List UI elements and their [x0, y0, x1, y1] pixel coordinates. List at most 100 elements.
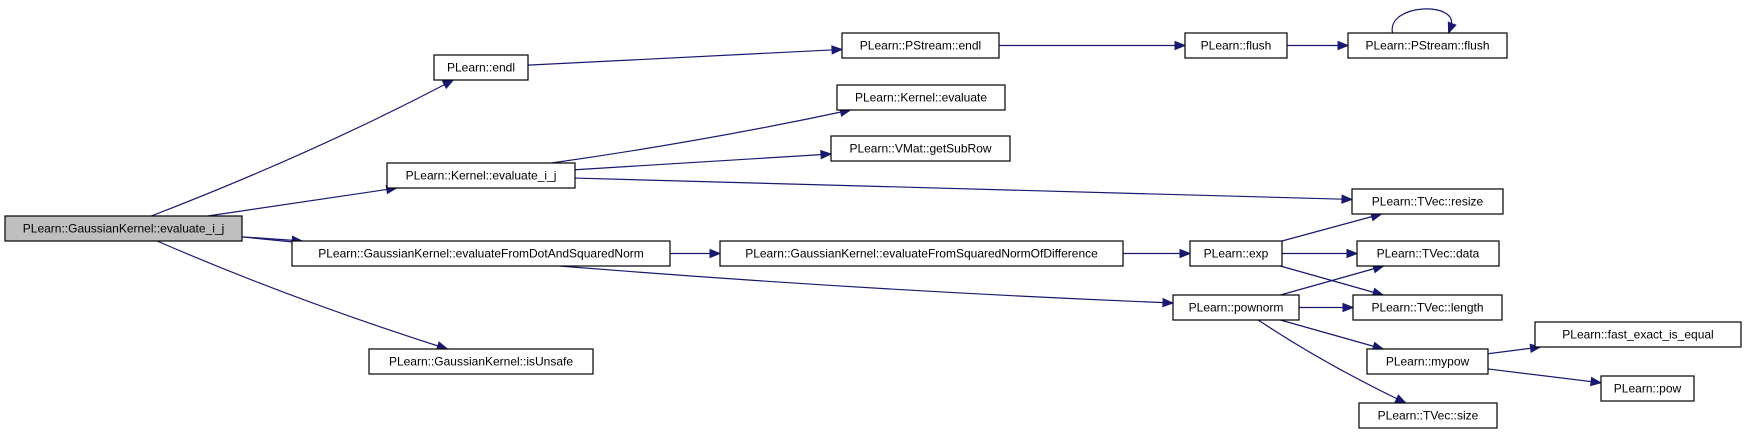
- edge-exp-to-tv-resize: [1281, 212, 1383, 242]
- arrowhead: [709, 248, 722, 259]
- node-tv-data[interactable]: PLearn::TVec::data: [1356, 240, 1500, 267]
- edge-mypow-to-pow: [1487, 368, 1603, 387]
- node-box: [433, 54, 529, 81]
- arrowhead: [1341, 194, 1354, 204]
- arrowhead: [1394, 394, 1407, 404]
- node-box: [841, 32, 1000, 59]
- arrowhead: [831, 45, 844, 55]
- node-tv-length[interactable]: PLearn::TVec::length: [1352, 294, 1503, 321]
- edge-exp-to-tv-data: [1281, 248, 1359, 259]
- node-label: PLearn::pownorm: [1189, 301, 1284, 315]
- node-label: PLearn::pow: [1614, 382, 1682, 396]
- edge-pownorm-to-mypow: [1280, 319, 1385, 351]
- node-box: [1347, 32, 1508, 59]
- edge-line: [1280, 265, 1384, 296]
- node-box: [830, 135, 1011, 162]
- node-box: [1366, 348, 1489, 375]
- node-label: PLearn::Kernel::evaluate_i_j: [406, 169, 557, 183]
- node-box: [1351, 188, 1504, 215]
- node-label: PLearn::mypow: [1386, 355, 1470, 369]
- node-label: PLearn::GaussianKernel::evaluateFromSqua…: [745, 247, 1098, 261]
- node-fast-eq[interactable]: PLearn::fast_exact_is_equal: [1534, 321, 1742, 348]
- edge-flush-to-ps-flush: [1287, 40, 1350, 51]
- arrowhead: [1346, 248, 1359, 259]
- node-label: PLearn::PStream::endl: [860, 39, 981, 53]
- edge-line: [1487, 368, 1602, 384]
- node-box: [386, 162, 576, 189]
- arrowhead: [1447, 21, 1457, 35]
- node-label: PLearn::VMat::getSubRow: [849, 142, 991, 156]
- node-box: [1356, 240, 1500, 267]
- node-gk-unsafe[interactable]: PLearn::GaussianKernel::isUnsafe: [368, 348, 594, 375]
- arrowhead: [441, 79, 455, 90]
- node-label: PLearn::PStream::flush: [1365, 39, 1489, 53]
- node-tv-resize[interactable]: PLearn::TVec::resize: [1351, 188, 1504, 215]
- edge-line: [1281, 213, 1382, 242]
- node-flush[interactable]: PLearn::flush: [1184, 32, 1288, 59]
- edge-line: [207, 187, 397, 217]
- node-ps-endl[interactable]: PLearn::PStream::endl: [841, 32, 1000, 59]
- edge-kernel-eval-ij-to-vmat-sub: [574, 149, 833, 171]
- node-label: PLearn::TVec::size: [1378, 409, 1479, 423]
- node-mypow[interactable]: PLearn::mypow: [1366, 348, 1489, 375]
- edge-kernel-eval-ij-to-kernel-eval: [551, 107, 852, 164]
- node-vmat-sub[interactable]: PLearn::VMat::getSubRow: [830, 135, 1011, 162]
- node-box: [1352, 294, 1503, 321]
- node-pownorm[interactable]: PLearn::pownorm: [1172, 294, 1300, 321]
- edge-mypow-to-fast-eq: [1487, 343, 1542, 355]
- node-box: [1600, 375, 1695, 402]
- node-gk-sq[interactable]: PLearn::GaussianKernel::evaluateFromSqua…: [719, 240, 1124, 267]
- edge-line: [551, 109, 851, 164]
- edge-line: [1257, 319, 1407, 404]
- edge-root-to-endl: [151, 79, 455, 217]
- node-box: [719, 240, 1124, 267]
- node-label: PLearn::GaussianKernel::evaluateFromDotA…: [318, 247, 644, 261]
- node-layer: PLearn::GaussianKernel::evaluate_i_jPLea…: [4, 32, 1742, 429]
- node-gk-dot[interactable]: PLearn::GaussianKernel::evaluateFromDotA…: [291, 240, 671, 267]
- node-box: [1358, 402, 1498, 429]
- edge-ps-endl-to-flush: [999, 40, 1187, 51]
- node-box: [1172, 294, 1300, 321]
- edge-root-to-kernel-eval-ij: [207, 184, 399, 217]
- arrowhead: [1162, 297, 1175, 308]
- node-label: PLearn::Kernel::evaluate: [855, 91, 987, 105]
- edge-line: [1280, 319, 1384, 350]
- edge-line: [527, 48, 843, 66]
- node-label: PLearn::exp: [1204, 247, 1269, 261]
- edge-line: [151, 79, 454, 217]
- node-box: [291, 240, 671, 267]
- edge-ps-flush-to-ps-flush: [1391, 8, 1457, 35]
- node-label: PLearn::GaussianKernel::evaluate_i_j: [23, 222, 224, 236]
- node-label: PLearn::endl: [447, 61, 515, 75]
- arrowhead: [1590, 376, 1603, 387]
- edge-root-to-gk-unsafe: [156, 240, 449, 351]
- edge-gk-sq-to-exp: [1122, 248, 1192, 259]
- edge-kernel-eval-ij-to-tv-resize: [574, 177, 1354, 204]
- node-root[interactable]: PLearn::GaussianKernel::evaluate_i_j: [4, 215, 243, 242]
- node-label: PLearn::GaussianKernel::isUnsafe: [389, 355, 573, 369]
- arrowhead: [1342, 302, 1355, 313]
- node-label: PLearn::TVec::data: [1377, 247, 1480, 261]
- node-box: [1189, 240, 1283, 267]
- arrowhead: [1179, 248, 1192, 259]
- edge-endl-to-ps-endl: [527, 45, 844, 66]
- node-ps-flush[interactable]: PLearn::PStream::flush: [1347, 32, 1508, 59]
- node-kernel-eval-ij[interactable]: PLearn::Kernel::evaluate_i_j: [386, 162, 576, 189]
- arrowhead: [1337, 40, 1350, 51]
- edge-line: [574, 153, 832, 171]
- edge-layer: [151, 8, 1603, 404]
- node-box: [4, 215, 243, 242]
- node-tv-size[interactable]: PLearn::TVec::size: [1358, 402, 1498, 429]
- node-exp[interactable]: PLearn::exp: [1189, 240, 1283, 267]
- node-label: PLearn::TVec::length: [1371, 301, 1483, 315]
- node-label: PLearn::TVec::resize: [1372, 195, 1484, 209]
- node-endl[interactable]: PLearn::endl: [433, 54, 529, 81]
- node-kernel-eval[interactable]: PLearn::Kernel::evaluate: [836, 84, 1006, 111]
- edge-pownorm-to-tv-length: [1298, 302, 1355, 313]
- edge-gk-dot-to-gk-sq: [669, 248, 722, 259]
- node-pow[interactable]: PLearn::pow: [1600, 375, 1695, 402]
- arrowhead: [1174, 40, 1187, 51]
- node-box: [1534, 321, 1742, 348]
- node-box: [836, 84, 1006, 111]
